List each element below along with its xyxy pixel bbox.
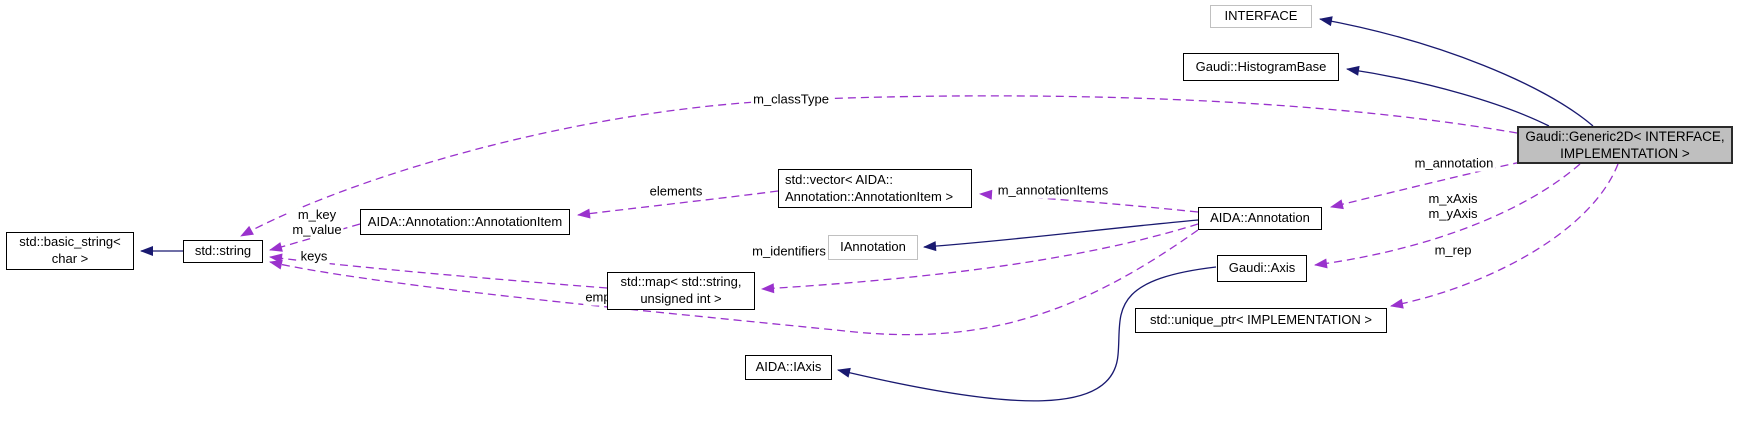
edge-label-m-xaxis-m-yaxis: m_xAxis m_yAxis	[1426, 191, 1480, 222]
node-std-string[interactable]: std::string	[183, 240, 263, 263]
edge-label-m-key-m-value: m_key m_value	[290, 207, 344, 238]
node-aida-annotation[interactable]: AIDA::Annotation	[1198, 207, 1322, 230]
edge-axis-to-iaxis	[837, 266, 1217, 402]
edge-generic2d-to-histogrambase	[1346, 65, 1550, 127]
edge-m-identifiers	[761, 223, 1199, 294]
node-std-map[interactable]: std::map< std::string, unsigned int >	[607, 272, 755, 310]
edge-label-m-classtype: m_classType	[751, 91, 831, 108]
edge-label-elements: elements	[647, 183, 705, 200]
edge-m-rep	[1390, 163, 1619, 309]
edge-m-annotation	[1330, 161, 1522, 210]
node-aida-iaxis[interactable]: AIDA::IAxis	[745, 355, 832, 380]
edge-generic2d-to-interface	[1319, 16, 1594, 127]
node-gaudi-generic2d[interactable]: Gaudi::Generic2D< INTERFACE, IMPLEMENTAT…	[1517, 126, 1733, 164]
edge-elements	[577, 190, 779, 219]
edge-m-annotationitems	[979, 189, 1199, 213]
node-gaudi-axis[interactable]: Gaudi::Axis	[1217, 255, 1307, 282]
node-std-vector-annotationitem[interactable]: std::vector< AIDA:: Annotation::Annotati…	[778, 169, 972, 208]
edge-label-m-rep: m_rep	[1432, 242, 1474, 259]
node-std-unique-ptr[interactable]: std::unique_ptr< IMPLEMENTATION >	[1135, 308, 1387, 333]
edge-label-m-identifiers: m_identifiers	[750, 243, 828, 260]
node-std-basic-string[interactable]: std::basic_string< char >	[6, 232, 134, 270]
edge-m-key-m-value	[269, 223, 361, 252]
node-aida-annotationitem[interactable]: AIDA::Annotation::AnnotationItem	[360, 209, 570, 235]
edge-label-m-annotationitems: m_annotationItems	[995, 182, 1111, 199]
node-gaudi-histogrambase[interactable]: Gaudi::HistogramBase	[1183, 53, 1339, 81]
node-iannotation[interactable]: IAnnotation	[828, 235, 918, 260]
edge-m-xaxis-m-yaxis	[1314, 163, 1581, 269]
edge-label-m-annotation: m_annotation	[1412, 155, 1496, 172]
node-interface[interactable]: INTERFACE	[1210, 5, 1312, 28]
edge-emptystring	[269, 229, 1199, 336]
edge-annotation-to-iannotation	[923, 219, 1199, 252]
edge-label-keys: keys	[298, 248, 330, 265]
